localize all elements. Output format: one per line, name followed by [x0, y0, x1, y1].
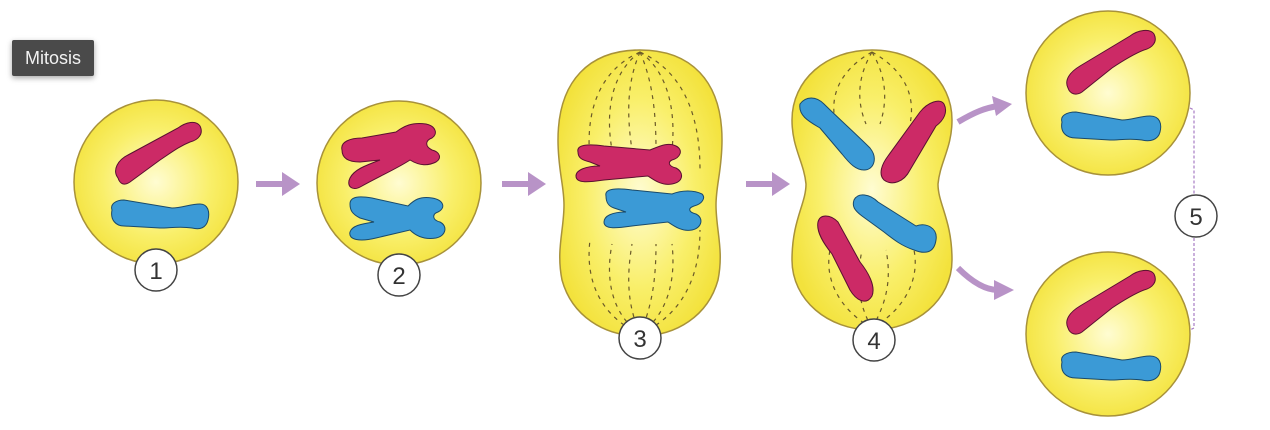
cell-stage-5-bottom [1025, 251, 1191, 417]
svg-text:1: 1 [149, 258, 162, 285]
mitosis-tooltip: Mitosis [12, 40, 95, 76]
arrow-icon [746, 172, 790, 196]
spindle-fibers [588, 51, 701, 335]
chromosome-red [1066, 269, 1156, 335]
chromosome-blue [1061, 351, 1162, 382]
svg-text:2: 2 [392, 263, 405, 290]
chromosome-blue [349, 196, 446, 241]
arrow-icon [256, 172, 300, 196]
chromosome-blue [111, 199, 210, 230]
svg-text:3: 3 [633, 326, 646, 353]
stage-4-label: 4 [852, 318, 896, 362]
chromosome-blue [603, 188, 705, 231]
chromosome-red [880, 100, 947, 184]
cell-stage-5-top [1025, 10, 1191, 176]
stage-5-label: 5 [1174, 194, 1218, 238]
svg-text:5: 5 [1189, 204, 1202, 231]
chromosome-red [1066, 29, 1156, 95]
stage-3-label: 3 [618, 316, 662, 360]
arrow-icon [994, 280, 1014, 300]
stage-1-label: 1 [134, 248, 178, 292]
chromosome-red [115, 121, 202, 185]
chromosome-red [575, 143, 682, 185]
chromosome-blue [1061, 111, 1162, 142]
chromosome-red [817, 215, 874, 302]
stage-5-bracket [1189, 107, 1195, 331]
cell-stage-1: 1 [73, 99, 239, 292]
cell-stage-2: 2 [316, 100, 482, 297]
chromosome-red [341, 123, 440, 189]
arrow-icon [955, 103, 999, 293]
svg-text:4: 4 [867, 328, 880, 355]
arrow-icon [502, 172, 546, 196]
chromosome-blue [799, 97, 875, 171]
cell-stage-3: 3 [557, 49, 723, 360]
chromosome-blue [852, 194, 937, 253]
cell-stage-4: 4 [791, 49, 953, 362]
stage-2-label: 2 [377, 253, 421, 297]
arrow-icon [992, 96, 1012, 116]
